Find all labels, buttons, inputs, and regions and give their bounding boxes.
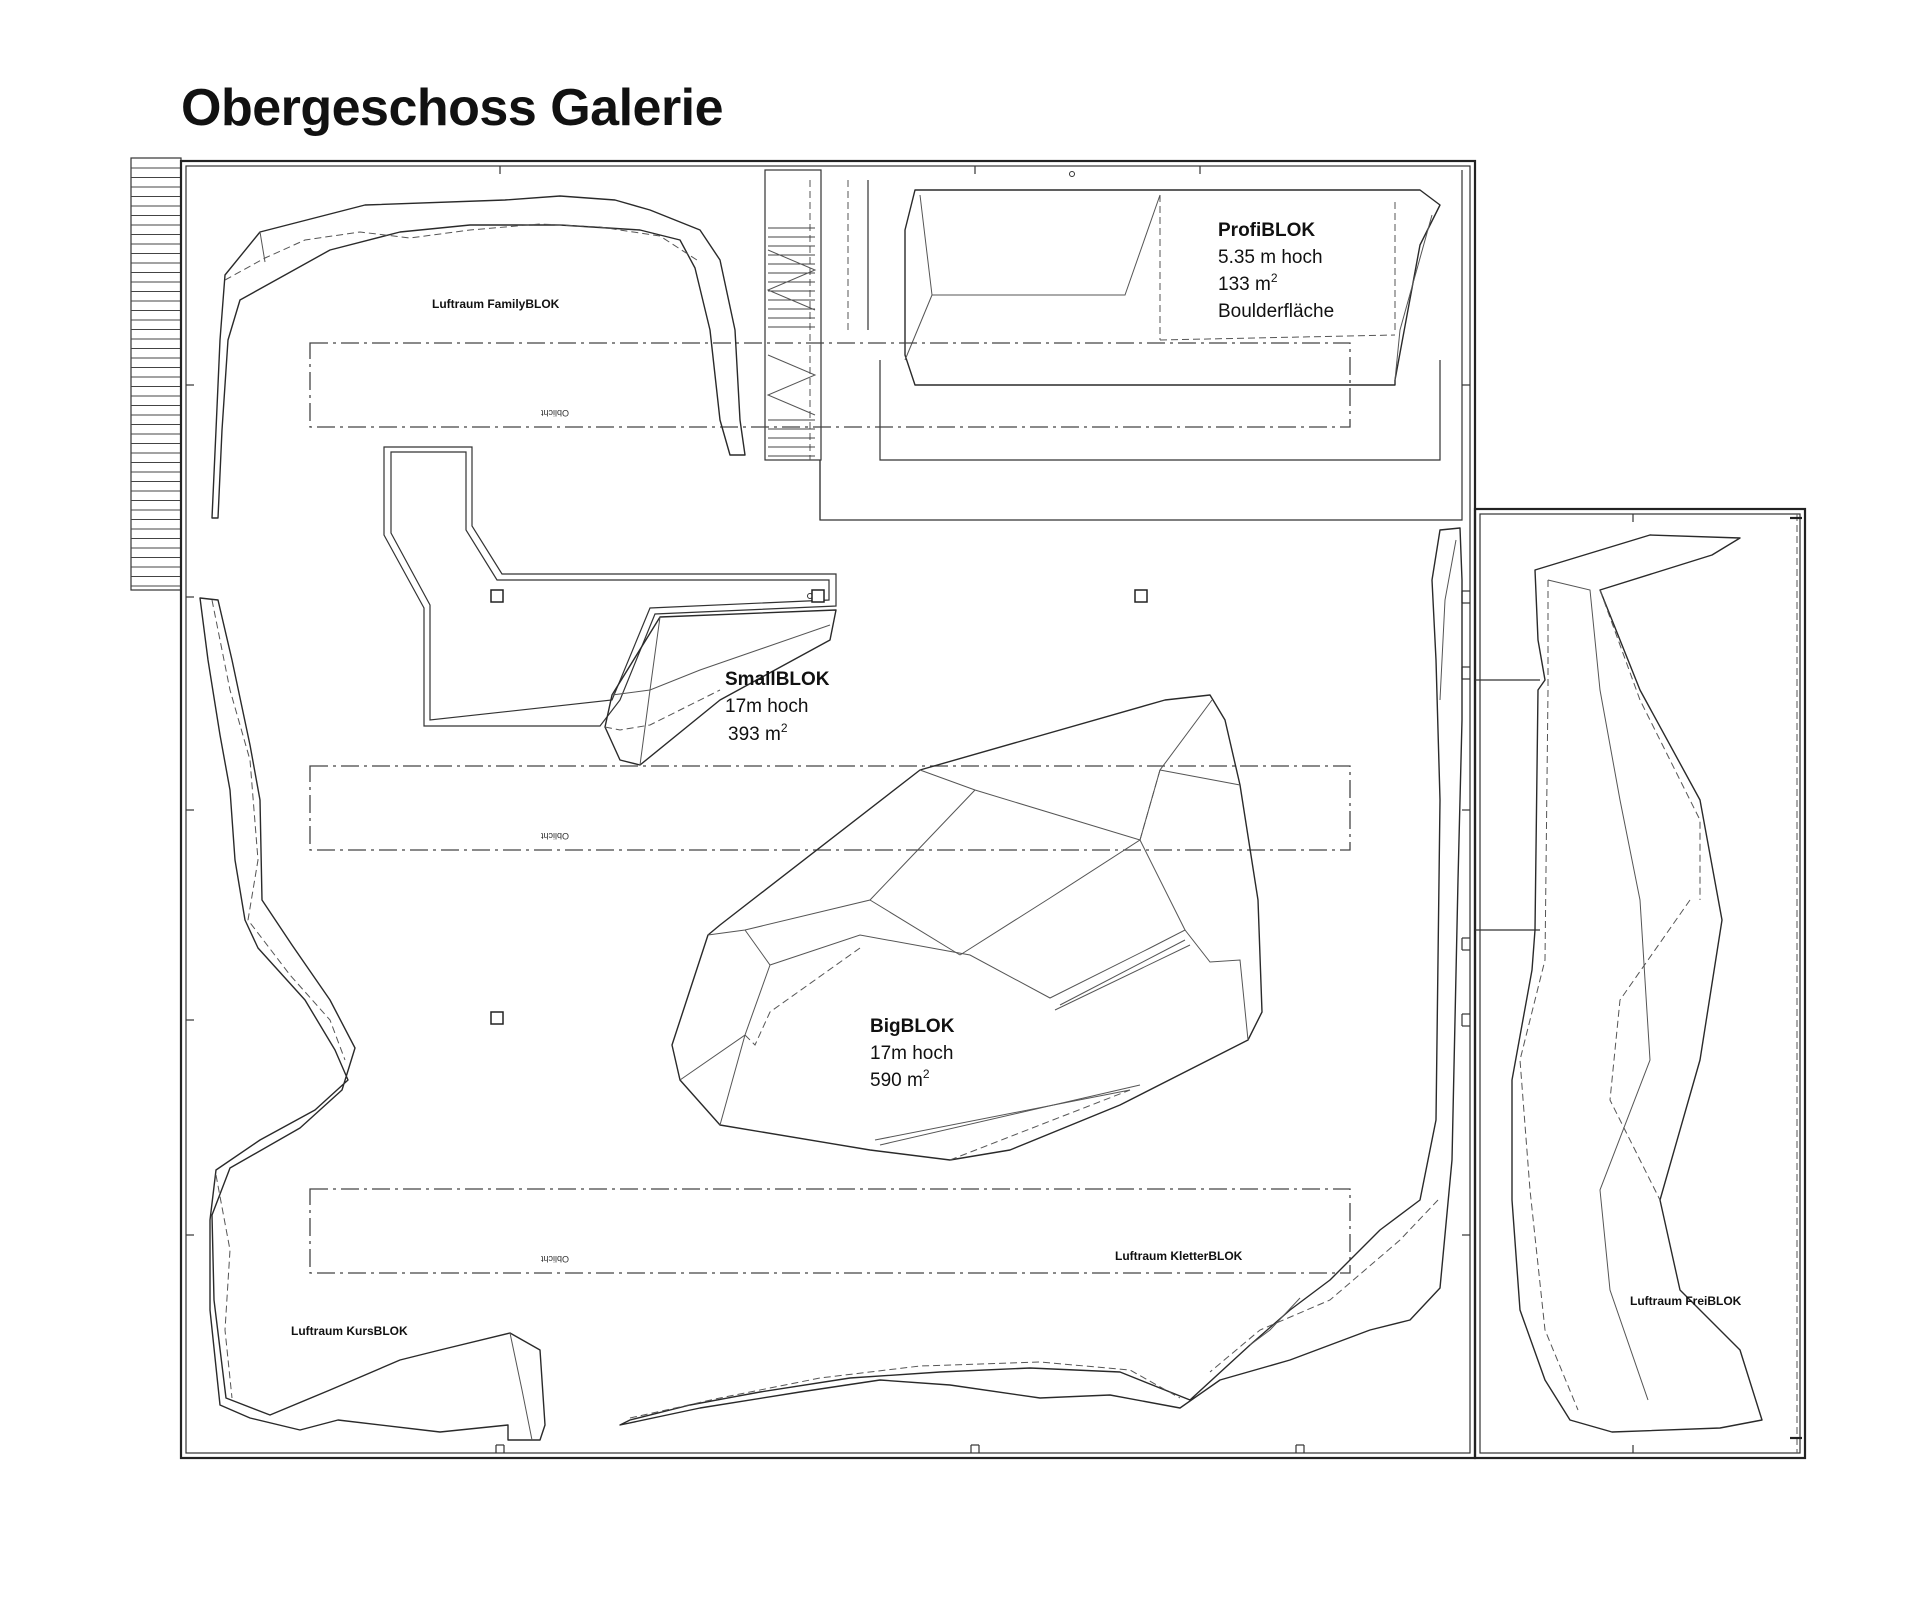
building-outline (179, 159, 1807, 1460)
interior-stair (764, 169, 1463, 521)
void-familyblok-label: Luftraum FamilyBLOK (432, 297, 560, 311)
interior-columns (490, 589, 1148, 1025)
void-kursblok-label: Luftraum KursBLOK (291, 1324, 408, 1338)
void-freiblok-label: Luftraum FreiBLOK (1630, 1294, 1742, 1308)
profiblok-outline (879, 189, 1441, 461)
smallblok-height: 17m hoch (725, 696, 808, 717)
bigblok-rock (671, 694, 1263, 1161)
skylight-label-1: Oblicht (540, 408, 569, 418)
smallblok-rock (604, 609, 837, 766)
bigblok-name: BigBLOK (870, 1016, 955, 1037)
profiblok-height: 5.35 m hoch (1218, 247, 1323, 268)
kursblok-rock (199, 597, 546, 1441)
profiblok-name: ProfiBLOK (1218, 220, 1315, 241)
bigblok-height: 17m hoch (870, 1043, 953, 1064)
smallblok-gallery (383, 446, 837, 727)
profiblok-type: Boulderfläche (1218, 301, 1334, 322)
familyblok-rock (211, 195, 746, 519)
perimeter-columns (186, 166, 1802, 1453)
smallblok-area: 393 m2 (728, 721, 788, 745)
freiblok-rock (1511, 534, 1763, 1433)
skylight-label-3: Oblicht (540, 1254, 569, 1264)
labels: ProfiBLOK 5.35 m hoch 133 m2 Boulderfläc… (291, 220, 1742, 1338)
skylights (309, 342, 1351, 1274)
bigblok-area: 590 m2 (870, 1067, 930, 1091)
kletterblok-rock (619, 527, 1463, 1426)
skylight-label-2: Oblicht (540, 831, 569, 841)
profiblok-area: 133 m2 (1218, 271, 1278, 295)
void-kletterblok-label: Luftraum KletterBLOK (1115, 1249, 1243, 1263)
smallblok-name: SmallBLOK (725, 669, 830, 690)
exterior-stair (130, 157, 182, 591)
page-title: Obergeschoss Galerie (181, 79, 724, 137)
